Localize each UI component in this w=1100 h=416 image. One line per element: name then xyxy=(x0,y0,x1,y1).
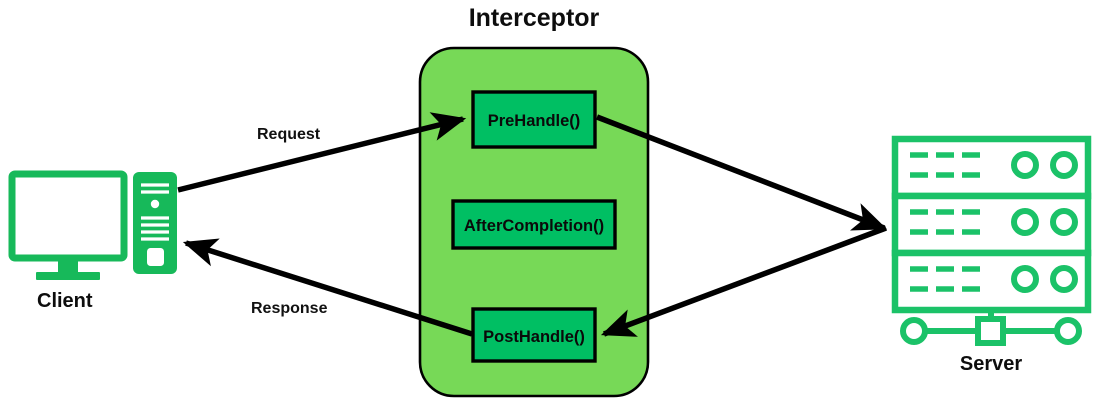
tower-body-icon xyxy=(133,172,177,274)
monitor-neck-icon xyxy=(58,258,78,275)
server-unit-2 xyxy=(891,192,1092,257)
flow-arrows: Request Response xyxy=(177,112,888,337)
server-unit-1-led-a xyxy=(1011,151,1039,179)
response-label: Response xyxy=(251,300,328,317)
monitor-screen-icon xyxy=(8,170,128,262)
tower-drive-bay-icon xyxy=(147,248,164,266)
posthandle-label: PostHandle() xyxy=(483,328,585,346)
tower-vent-lines-icon xyxy=(141,183,169,241)
server-unit-3-led-b xyxy=(1050,265,1078,293)
server-unit-3-indicators xyxy=(910,266,980,292)
posthandle-node[interactable]: PostHandle() xyxy=(471,307,597,363)
computer-tower-icon xyxy=(133,172,177,274)
request-label: Request xyxy=(257,126,321,143)
network-node-right-icon xyxy=(1054,317,1082,345)
desktop-computer-icon xyxy=(8,170,128,280)
server-network-base-icon xyxy=(900,310,1082,346)
server-unit-1-indicators xyxy=(910,152,980,178)
server-rack-icon xyxy=(891,135,1092,346)
client-group: Client xyxy=(8,170,177,312)
monitor-base-icon xyxy=(36,272,100,280)
tower-power-dot-icon xyxy=(150,199,160,209)
arrow-response xyxy=(182,238,473,337)
server-group: Server xyxy=(891,135,1092,375)
server-unit-1-led-b xyxy=(1050,151,1078,179)
server-unit-3-led-a xyxy=(1011,265,1039,293)
aftercompletion-box[interactable] xyxy=(451,199,617,250)
client-label: Client xyxy=(37,290,93,312)
prehandle-label: PreHandle() xyxy=(488,112,581,130)
aftercompletion-node[interactable]: AfterCompletion() xyxy=(451,199,617,250)
arrow-server-to-posthandle xyxy=(600,225,887,337)
interceptor-title: Interceptor xyxy=(469,4,600,32)
server-label: Server xyxy=(960,353,1022,375)
server-unit-2-led-b xyxy=(1050,208,1078,236)
network-switch-icon xyxy=(975,316,1006,346)
arrow-request xyxy=(177,112,467,193)
server-unit-1 xyxy=(891,135,1092,200)
server-unit-2-led-a xyxy=(1011,208,1039,236)
network-node-left-icon xyxy=(900,317,928,345)
prehandle-node[interactable]: PreHandle() xyxy=(471,90,597,149)
prehandle-box[interactable] xyxy=(471,90,597,149)
server-unit-2-indicators xyxy=(910,209,980,235)
arrow-prehandle-to-server xyxy=(596,114,888,231)
interceptor-group: Interceptor PreHandle() AfterCompletion(… xyxy=(418,4,650,398)
server-unit-3 xyxy=(891,249,1092,314)
posthandle-box[interactable] xyxy=(471,307,597,363)
aftercompletion-label: AfterCompletion() xyxy=(464,217,604,235)
